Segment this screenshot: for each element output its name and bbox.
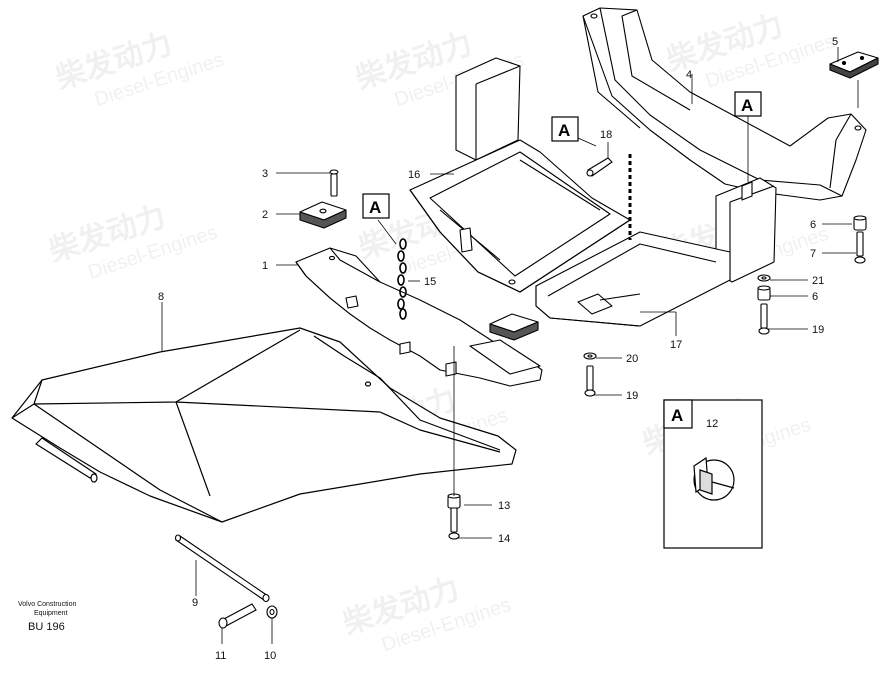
part-washer-20: [583, 352, 597, 360]
detail-marker-letter: A: [369, 198, 381, 217]
detail-marker-a-2: A: [551, 116, 579, 142]
detail-marker-letter: A: [741, 96, 753, 115]
footer: Volvo Construction Equipment BU 196: [18, 601, 76, 633]
callout-1: 1: [262, 260, 268, 272]
part-spacer-6-top: [853, 215, 867, 231]
detail-marker-a-3: A: [734, 91, 762, 117]
part-rod-9: [174, 534, 270, 603]
callout-labels: 3 2 1 4 5 6 7 8 9 10 11 12 13 14 15 16 1…: [158, 36, 838, 662]
part-bolt-7: [854, 231, 866, 264]
callout-13: 13: [498, 500, 510, 512]
part-chain-15: [397, 238, 407, 320]
part-plate-5: [829, 51, 879, 79]
detail-marker-letter: A: [558, 121, 570, 140]
footer-drawing-code: BU 196: [28, 621, 65, 633]
detail-marker-a-1: A: [362, 193, 390, 219]
callout-6-mid: 6: [812, 291, 818, 303]
callout-10: 10: [264, 650, 276, 662]
callout-14: 14: [498, 533, 510, 545]
footer-maker-line2: Equipment: [34, 610, 68, 617]
part-washer-10: [266, 605, 278, 619]
part-pad: [489, 313, 539, 341]
part-clip-12: [693, 456, 735, 501]
part-guard-17: [535, 177, 777, 327]
part-bolt-3: [329, 169, 339, 197]
part-spacer-13: [447, 493, 461, 509]
part-bolt-19-center: [584, 365, 596, 397]
detail-view-letter: A: [671, 406, 683, 425]
callout-15: 15: [424, 276, 436, 288]
detail-view-a: A: [663, 399, 763, 549]
callout-7: 7: [810, 248, 816, 260]
part-washer-21: [757, 274, 771, 282]
part-pin-18: [586, 157, 613, 177]
part-plate-2: [299, 201, 347, 229]
part-guard-16: [409, 57, 631, 293]
callout-4: 4: [686, 69, 692, 81]
callout-12: 12: [706, 418, 718, 430]
part-spacer-6-mid: [757, 285, 771, 301]
callout-19-center: 19: [626, 390, 638, 402]
part-bolt-14: [448, 507, 460, 540]
footer-maker-line1: Volvo Construction: [18, 601, 76, 608]
callout-16: 16: [408, 169, 420, 181]
callout-8: 8: [158, 291, 164, 303]
part-beam-1: [295, 247, 543, 387]
callout-21: 21: [812, 275, 824, 287]
part-frame-4: [582, 7, 867, 201]
callout-3: 3: [262, 168, 268, 180]
callout-5: 5: [832, 36, 838, 48]
part-bottom-guard-8: [11, 327, 517, 523]
part-bolt-11: [218, 603, 257, 629]
callout-20: 20: [626, 353, 638, 365]
callout-19-right: 19: [812, 324, 824, 336]
callout-9: 9: [192, 597, 198, 609]
callout-6-top: 6: [810, 219, 816, 231]
callout-11: 11: [215, 650, 226, 662]
leader-lines: [161, 47, 859, 644]
part-bolt-19-right: [758, 303, 770, 335]
callout-17: 17: [670, 339, 682, 351]
callout-2: 2: [262, 209, 268, 221]
callout-18: 18: [600, 129, 612, 141]
